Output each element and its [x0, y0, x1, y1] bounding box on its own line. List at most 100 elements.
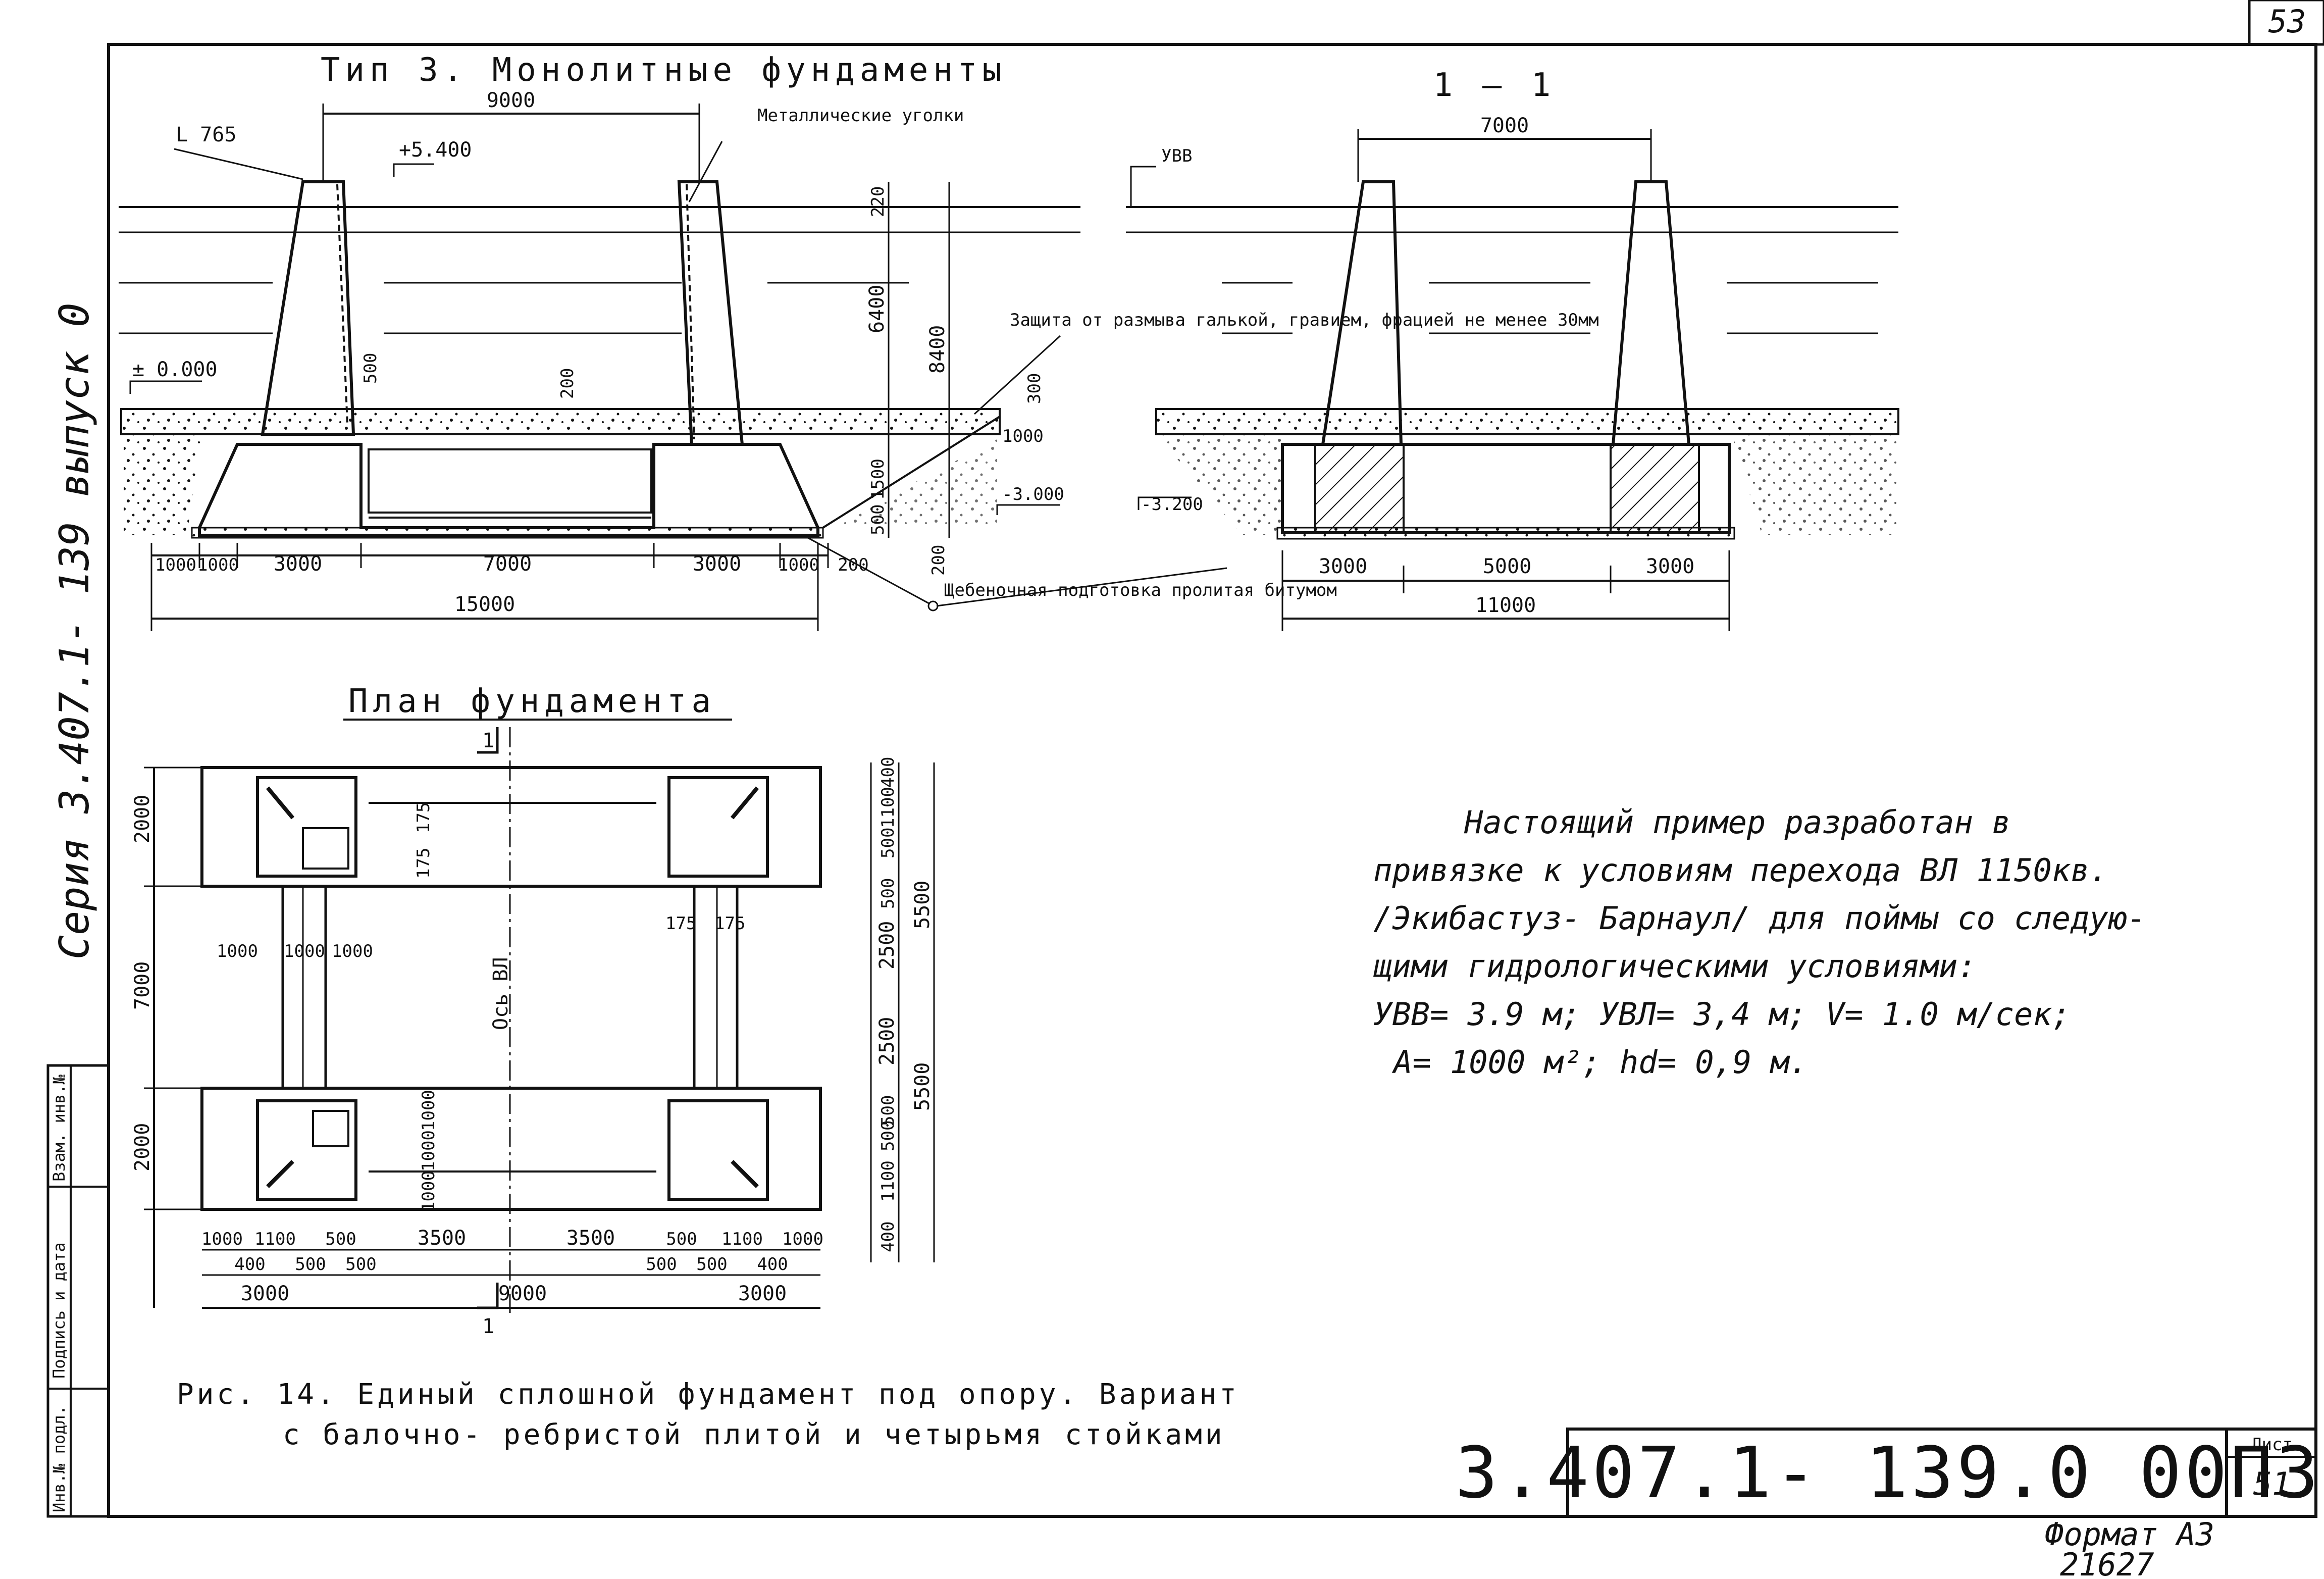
box-vzam: Взам. инв.№ — [49, 1074, 69, 1182]
caption-line-1: Рис. 14. Единый сплошной фундамент под о… — [177, 1378, 1240, 1411]
plan-dim-r-outer-a: 5500 — [911, 881, 934, 929]
mark-minus32: -3.200 — [1141, 494, 1203, 515]
dim-b-1000a: 1000 — [155, 555, 196, 575]
plan-dim-r-4: 2500 — [875, 921, 899, 970]
box-inv: Инв.№ подл. — [49, 1405, 69, 1512]
mark-minus3: -3.000 — [1002, 484, 1064, 504]
sheet-value: 51 — [2253, 1465, 2291, 1502]
cut-mark-top: 1 — [482, 729, 494, 752]
plan-dim-b1-0: 1000 — [201, 1229, 243, 1249]
dim-b-7000: 7000 — [483, 552, 532, 576]
cut-mark-bottom: 1 — [482, 1315, 494, 1338]
note-line-1: Настоящий пример разработан в — [1464, 804, 2011, 841]
format-label: Формат А3 — [2045, 1516, 2214, 1553]
plan-dim-r-7: 500 — [878, 1120, 898, 1151]
section-dim-11000: 11000 — [1475, 594, 1536, 617]
archive-number: 21627 — [2060, 1546, 2154, 1579]
section-view: 1 — 1 УВВ -3.200 7000 — [1126, 67, 1899, 631]
label-gravel: Щебеночная подготовка пролитая битумом — [944, 580, 1337, 600]
note-line-5: УВВ= 3.9 м; УВЛ= 3,4 м; V= 1.0 м/сек; — [1373, 996, 2071, 1033]
plan-dim-h-1000c: 1000 — [332, 941, 373, 961]
plan-dim-b3-1: 9000 — [498, 1282, 547, 1305]
dim-220: 220 — [868, 186, 888, 217]
dim-b-3000a: 3000 — [274, 552, 322, 576]
dim-300: 300 — [1024, 373, 1045, 404]
plan-view: План фундамента 1 1 Ось ВЛ — [131, 683, 935, 1338]
plan-dim-i-175d: 175 — [714, 913, 745, 934]
section-dim-3000b: 3000 — [1646, 555, 1694, 578]
section-dim-3000a: 3000 — [1319, 555, 1367, 578]
plan-dim-r-1: 1100 — [878, 787, 898, 828]
plan-dim-r-6: 500 — [878, 1095, 898, 1126]
plan-dim-i-175a: 175 — [414, 802, 434, 833]
section-dim-5000: 5000 — [1483, 555, 1531, 578]
sheet-frame — [107, 43, 2317, 1518]
plan-dim-i-1000b: 1000 — [419, 1130, 439, 1171]
drawing-code: 3.407.1- 139.0 00ПЗ — [1455, 1432, 2321, 1514]
plan-dim-i-175b: 175 — [414, 848, 434, 879]
plan-dim-h-1000b: 1000 — [284, 941, 325, 961]
sheet-number: 53 — [2268, 3, 2306, 40]
plan-dim-b2-3: 500 — [646, 1254, 677, 1275]
plan-dim-b1-3: 3500 — [418, 1227, 466, 1250]
sheet-label: Лист — [2251, 1435, 2293, 1455]
plan-dim-r-9: 400 — [878, 1221, 898, 1252]
plan-dim-i-1000a: 1000 — [419, 1090, 439, 1131]
label-uvv: УВВ — [1161, 146, 1192, 166]
plan-dim-i-175c: 175 — [665, 913, 696, 934]
plan-dim-l-7000: 7000 — [131, 961, 154, 1010]
plan-dim-b1-1: 1100 — [254, 1229, 296, 1249]
dim-200: 200 — [557, 368, 578, 399]
plan-dim-r-5: 2500 — [875, 1017, 899, 1065]
side-stamp — [46, 1064, 110, 1518]
plan-dim-b2-2: 500 — [345, 1254, 376, 1275]
dim-500: 500 — [360, 353, 381, 384]
label-angle: L 765 — [176, 123, 236, 146]
dim-8400: 8400 — [926, 325, 949, 374]
dim-9000: 9000 — [487, 89, 535, 112]
dim-1500: 1500 — [868, 459, 888, 500]
dim-200b: 200 — [928, 545, 949, 576]
sheet-number-box — [2248, 0, 2324, 46]
dim-6400: 6400 — [865, 285, 889, 333]
mark-top: +5.400 — [399, 138, 472, 162]
note-line-3: /Экибастуз- Барнаул/ для поймы со следую… — [1373, 900, 2146, 937]
dim-b-1000c: 1000 — [778, 555, 819, 575]
section-dim-7000: 7000 — [1480, 114, 1529, 137]
plan-dim-i-1000c: 1000 — [419, 1170, 439, 1212]
plan-dim-r-8: 1100 — [878, 1160, 898, 1202]
note-line-6: А= 1000 м²; hd= 0,9 м. — [1391, 1044, 1808, 1081]
plan-dim-b1-6: 1100 — [721, 1229, 763, 1249]
box-podpis: Подпись и дата — [49, 1242, 69, 1379]
plan-dim-b1-2: 500 — [325, 1229, 356, 1249]
caption-line-2: с балочно- ребристой плитой и четырьмя с… — [283, 1418, 1225, 1451]
dim-b-1000b: 1000 — [197, 555, 239, 575]
plan-dim-b2-5: 400 — [757, 1254, 788, 1275]
plan-dim-b2-1: 500 — [295, 1254, 326, 1275]
plan-dim-r-3: 500 — [878, 878, 898, 909]
note-line-4: щими гидрологическими условиями: — [1373, 948, 1976, 985]
plan-dim-b1-5: 500 — [666, 1229, 697, 1249]
plan-dim-l-2000b: 2000 — [131, 1123, 154, 1171]
mark-zero: ± 0.000 — [132, 358, 218, 381]
plan-dim-b2-0: 400 — [234, 1254, 265, 1275]
plan-dim-b3-2: 3000 — [738, 1282, 787, 1305]
plan-dim-b3-0: 3000 — [241, 1282, 289, 1305]
plan-title: План фундамента — [348, 683, 716, 720]
plan-dim-r-outer-b: 5500 — [911, 1062, 934, 1111]
sheet-box — [2225, 1428, 2317, 1518]
main-title: Тип 3. Монолитные фундаменты — [321, 52, 1007, 89]
label-corners: Металлические уголки — [757, 106, 964, 126]
section-title: 1 — 1 — [1433, 67, 1556, 104]
series-label: Серия 3.407.1- 139 выпуск 0 — [51, 303, 98, 959]
axis-label: Ось ВЛ — [489, 957, 512, 1031]
dim-b-3000b: 3000 — [693, 552, 741, 576]
plan-dim-l-2000a: 2000 — [131, 795, 154, 843]
dim-500b: 500 — [868, 504, 888, 535]
dim-1000: 1000 — [1002, 426, 1044, 446]
elevation-view: Тип 3. Монолитные фундаменты 9000 — [119, 52, 1599, 631]
dim-15000: 15000 — [454, 593, 515, 616]
plan-dim-r-0: 400 — [878, 757, 898, 788]
plan-dim-b1-4: 3500 — [566, 1227, 615, 1250]
